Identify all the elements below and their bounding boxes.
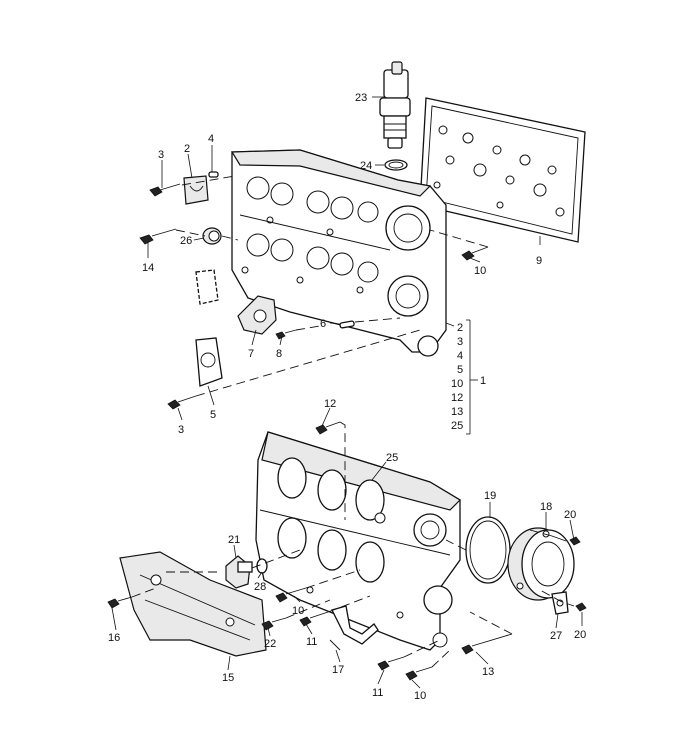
part-12-bolt	[315, 421, 341, 435]
callout-3-upper: 3	[158, 149, 164, 161]
part-7-bracket	[237, 295, 277, 335]
callout-10-lower: 10	[414, 690, 426, 702]
callout-23: 23	[355, 92, 367, 104]
part-6-dowel	[339, 320, 355, 329]
callout-13: 13	[482, 666, 494, 678]
group-list-item: 4	[457, 350, 463, 362]
callout-labels: 23 24 9 3 2 4 14 26 10 6 7 8 3 5 12 25 1…	[108, 92, 586, 702]
callout-2: 2	[184, 143, 190, 155]
part-26-seal	[202, 227, 222, 245]
upper-cam-housing	[230, 149, 447, 357]
part-4-pin	[208, 171, 219, 178]
callout-20-upper: 20	[564, 509, 576, 521]
callout-5: 5	[210, 409, 216, 421]
part-11-bolt-b	[377, 656, 405, 671]
part-9-gasket	[419, 97, 586, 243]
callout-7: 7	[248, 348, 254, 360]
part-20-bolt-lower	[561, 601, 587, 612]
callout-25: 25	[386, 452, 398, 464]
callout-22: 22	[264, 638, 276, 650]
callout-16: 16	[108, 632, 120, 644]
callout-12: 12	[324, 398, 336, 410]
group-list-item: 5	[457, 364, 463, 376]
group-list-item: 3	[457, 336, 463, 348]
callout-8: 8	[276, 348, 282, 360]
callout-24: 24	[360, 160, 372, 172]
part-11-bolt-a	[299, 611, 329, 627]
part-3-bolt-lower	[167, 395, 197, 410]
part-17-bracket	[329, 605, 379, 651]
part-2-bearing-cap	[183, 175, 209, 205]
group-bracket	[445, 319, 478, 435]
callout-10-mid: 10	[292, 605, 304, 617]
part-18-cover	[507, 527, 575, 601]
part-5-bearing-half	[195, 269, 223, 387]
callout-9: 9	[536, 255, 542, 267]
part-23-solenoid-valve	[379, 61, 411, 149]
callout-26: 26	[180, 235, 192, 247]
leader-lines	[111, 96, 583, 689]
part-27-bracket	[551, 591, 569, 615]
callout-17: 17	[332, 664, 344, 676]
callout-20-lower: 20	[574, 629, 586, 641]
callout-27: 27	[550, 630, 562, 642]
group-list-item: 12	[451, 392, 463, 404]
group-list: 2 3 4 5 10 12 13 25 1	[451, 322, 486, 432]
callout-4: 4	[208, 133, 214, 145]
part-15-heat-shield	[119, 551, 267, 657]
callout-15: 15	[222, 672, 234, 684]
group-list-label: 1	[480, 375, 486, 387]
group-list-item: 25	[451, 420, 463, 432]
group-list-item: 2	[457, 322, 463, 334]
part-14-bolt	[139, 228, 177, 245]
group-list-item: 10	[451, 378, 463, 390]
part-19-o-ring	[465, 516, 511, 584]
callout-28: 28	[254, 581, 266, 593]
part-10-bolt-upper	[461, 246, 489, 261]
part-3-bolt-upper	[149, 183, 181, 197]
part-10-bolt-mid	[275, 587, 307, 603]
callout-11-a: 11	[306, 636, 317, 648]
part-16-bolt	[107, 596, 133, 609]
part-25-cam-housing	[255, 431, 461, 651]
callout-3-lower: 3	[178, 424, 184, 436]
part-13-long-bolt	[461, 633, 513, 655]
callout-10-upper: 10	[474, 265, 486, 277]
part-21-sensor	[225, 555, 253, 589]
callout-11-b: 11	[372, 687, 383, 699]
callout-14: 14	[142, 262, 154, 274]
callout-18: 18	[540, 501, 552, 513]
part-22-bolt	[261, 617, 287, 631]
callout-21: 21	[228, 534, 240, 546]
callout-6: 6	[320, 318, 326, 330]
part-24-o-ring	[384, 159, 408, 171]
part-10-bolt-lower	[405, 666, 433, 681]
callout-19: 19	[484, 490, 496, 502]
part-8-bolt	[275, 329, 297, 340]
group-list-item: 13	[451, 406, 463, 418]
